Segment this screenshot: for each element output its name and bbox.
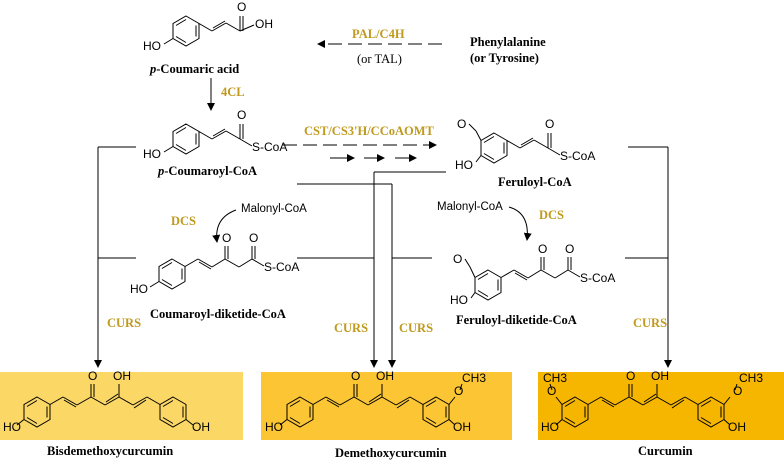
enzyme-curs-3: CURS [399, 321, 434, 335]
enzyme-cst-cs3h-ccoaomt: CST/CS3'H/CCoAOMT [304, 124, 434, 138]
atom-oh: OH [113, 369, 131, 383]
enzyme-curs-4: CURS [633, 316, 668, 330]
compound-coumaroyl-diketide-coa: Coumaroyl-diketide-CoA [150, 307, 286, 321]
atom-ho: HO [130, 282, 148, 296]
curcumin-panel [538, 372, 784, 440]
enzyme-pal-c4h: PAL/C4H [352, 27, 405, 41]
atom-o-methoxy: O [547, 384, 557, 398]
atom-ho: HO [450, 293, 468, 307]
atom-ho: HO [143, 39, 161, 53]
atom-oh: OH [255, 17, 273, 31]
coumaroyl-diketide-coa-structure [149, 246, 265, 290]
atom-oh: OH [453, 420, 471, 434]
atom-o: O [538, 242, 548, 256]
compound-phenylalanine: Phenylalanine [470, 35, 546, 49]
compound-p-coumaroyl-coa: p-Coumaroyl-CoA [158, 164, 258, 178]
curcumin-structure [549, 383, 738, 428]
atom-ch3: CH3 [739, 371, 764, 385]
compound-feruloyl-coa: Feruloyl-CoA [498, 175, 572, 189]
atom-ch3: CH3 [462, 371, 487, 385]
atom-oh: OH [728, 420, 746, 434]
atom-oh: OH [651, 369, 669, 383]
enzyme-curs-1: CURS [107, 316, 142, 330]
atom-scoa: S-CoA [252, 140, 288, 154]
p-coumaric-acid-structure [163, 15, 255, 47]
atom-ch3: CH3 [543, 371, 568, 385]
compound-tyrosine: (or Tyrosine) [470, 51, 539, 65]
atom-o: O [88, 369, 98, 383]
compound-curcumin: Curcumin [638, 444, 693, 458]
atom-o: O [545, 117, 555, 131]
compound-p-coumaric-acid: p-Coumaric acid [150, 62, 240, 76]
p-coumaroyl-coa-structure [163, 123, 253, 155]
enzyme-4cl: 4CL [221, 85, 245, 99]
atom-o: O [249, 231, 259, 245]
feruloyl-diketide-coa-structure [464, 257, 581, 301]
atom-scoa: S-CoA [580, 271, 616, 285]
demethoxycurcumin-panel [261, 372, 512, 440]
atom-ho: HO [541, 420, 559, 434]
atom-o: O [222, 231, 232, 245]
atom-o: O [626, 369, 636, 383]
atom-ho: HO [455, 158, 473, 172]
atom-o: O [237, 108, 247, 122]
atom-scoa: S-CoA [560, 149, 596, 163]
atom-o-methoxy: O [454, 384, 464, 398]
bisdemethoxycurcumin-panel [0, 372, 243, 440]
atom-o: O [237, 0, 247, 14]
atom-o-methoxy: O [453, 252, 463, 266]
enzyme-dcs-right: DCS [539, 208, 565, 222]
atom-scoa: S-CoA [264, 260, 300, 274]
pathway-arrows [94, 40, 672, 368]
bisdemethoxycurcumin-structure [16, 384, 194, 428]
atom-oh: OH [376, 369, 394, 383]
atom-o: O [565, 242, 575, 256]
enzyme-curs-2: CURS [334, 321, 369, 335]
cofactor-malonyl-coa-right: Malonyl-CoA [437, 201, 503, 213]
atom-oh: OH [192, 420, 210, 434]
compound-bisdemethoxycurcumin: Bisdemethoxycurcumin [47, 444, 174, 458]
compound-demethoxycurcumin: Demethoxycurcumin [335, 446, 447, 460]
atom-o-methoxy: O [457, 117, 467, 131]
compound-feruloyl-diketide-coa: Feruloyl-diketide-CoA [456, 313, 577, 327]
enzyme-tal: (or TAL) [357, 52, 402, 66]
atom-ho: HO [3, 420, 21, 434]
atom-ho: HO [265, 420, 283, 434]
enzyme-dcs-left: DCS [171, 214, 197, 228]
atom-ho: HO [143, 147, 161, 161]
demethoxycurcumin-structure [279, 383, 463, 428]
cofactor-malonyl-coa-left: Malonyl-CoA [241, 203, 307, 215]
atom-o-methoxy: O [733, 384, 743, 398]
feruloyl-coa-structure [468, 123, 561, 164]
atom-o: O [351, 369, 361, 383]
